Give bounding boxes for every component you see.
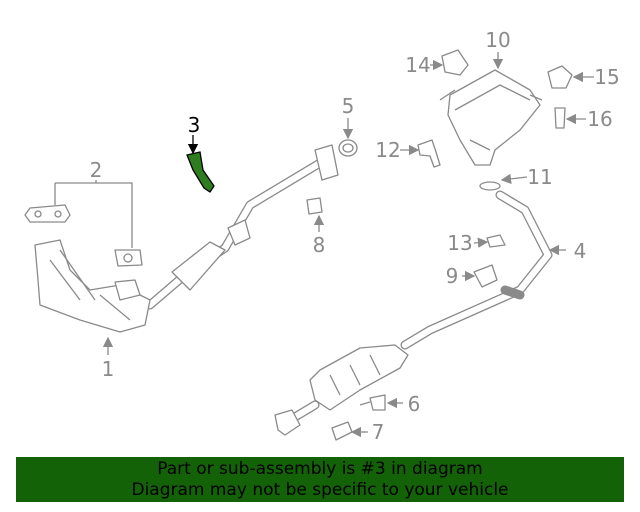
callout-7: 7 — [372, 420, 385, 444]
banner-line-2: Diagram may not be specific to your vehi… — [131, 480, 509, 500]
callout-14: 14 — [405, 53, 430, 77]
callout-3[interactable]: 3 — [188, 113, 201, 137]
callout-10: 10 — [485, 28, 510, 52]
callout-15: 15 — [594, 65, 619, 89]
part-13-nut[interactable] — [486, 234, 506, 248]
part-6-bolt[interactable] — [359, 394, 386, 411]
part-16-bolt[interactable] — [554, 107, 566, 129]
part-7-stud[interactable] — [331, 421, 353, 441]
part-8-nut[interactable] — [306, 197, 323, 215]
part-14-insulator[interactable] — [441, 49, 469, 76]
part-15-cap[interactable] — [547, 65, 573, 89]
part-5-gasket[interactable] — [338, 139, 358, 157]
callout-9: 9 — [446, 264, 459, 288]
callout-5: 5 — [342, 94, 355, 118]
callout-1: 1 — [102, 357, 115, 381]
part-12-bolt[interactable] — [417, 139, 441, 168]
part-3-bracket[interactable] — [186, 151, 215, 193]
part-catalytic-converter[interactable] — [274, 344, 409, 436]
callout-12: 12 — [375, 138, 400, 162]
callout-16: 16 — [587, 107, 612, 131]
part-11-gasket[interactable] — [479, 181, 501, 191]
callout-13: 13 — [447, 231, 472, 255]
part-info-banner: Part or sub-assembly is #3 in diagram Di… — [16, 457, 624, 502]
part-4-pipe[interactable] — [400, 190, 553, 350]
callout-4: 4 — [574, 239, 587, 263]
leader-lines — [54, 52, 594, 438]
part-2-gaskets[interactable] — [24, 204, 143, 267]
callout-8: 8 — [313, 233, 326, 257]
banner-line-1: Part or sub-assembly is #3 in diagram — [157, 459, 483, 479]
part-1-exhaust-manifold[interactable] — [34, 239, 151, 333]
callout-6: 6 — [408, 392, 421, 416]
part-9-hanger[interactable] — [473, 264, 498, 288]
part-front-pipe[interactable] — [145, 144, 339, 310]
callout-2: 2 — [90, 158, 103, 182]
part-10-muffler[interactable] — [439, 69, 543, 166]
callout-11: 11 — [527, 165, 552, 189]
